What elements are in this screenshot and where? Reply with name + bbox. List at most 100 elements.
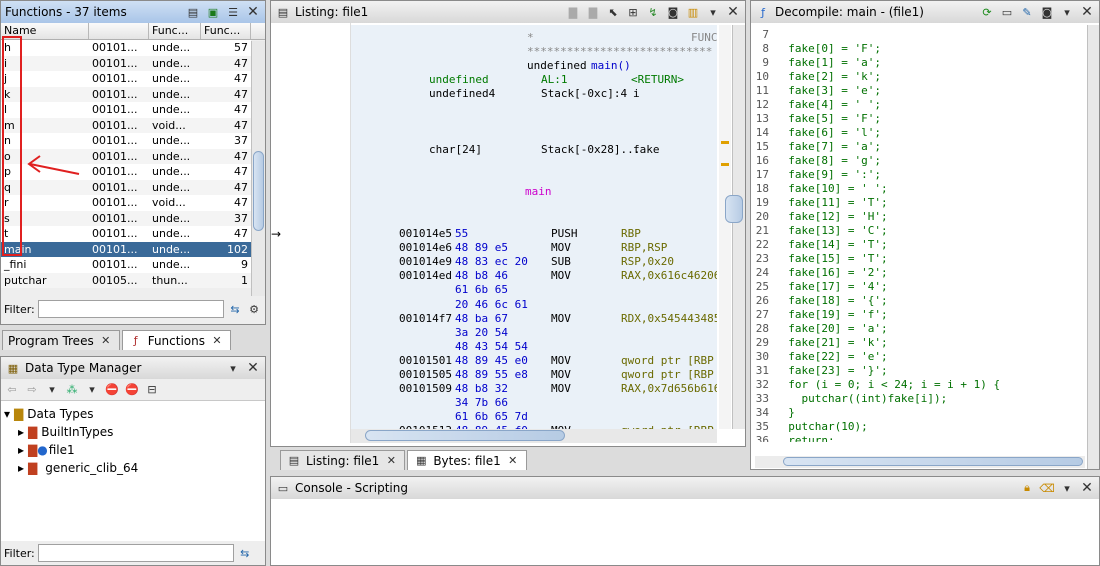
datatype-filter-input[interactable] xyxy=(37,544,234,562)
snapshot-icon[interactable]: ▤ xyxy=(187,5,199,19)
decompile-hscrollbar[interactable] xyxy=(755,456,1085,468)
code-line[interactable]: 9 fake[1] = 'a'; xyxy=(755,56,1085,70)
filter-settings-icon[interactable]: ⚙ xyxy=(249,302,259,316)
code-line[interactable]: 14 fake[6] = 'l'; xyxy=(755,126,1085,140)
tab-listing[interactable]: ▤ Listing: file1 ✕ xyxy=(280,450,406,470)
expand-icon[interactable]: ▸ xyxy=(18,425,25,439)
listing-vscrollbar[interactable] xyxy=(725,25,745,429)
functions-filter-input[interactable] xyxy=(37,300,224,318)
tree-node-file1[interactable]: ▸▇●file1 xyxy=(4,441,262,459)
code-line[interactable]: 12 fake[4] = ' '; xyxy=(755,98,1085,112)
column-size[interactable]: Func... xyxy=(201,23,251,39)
close-icon[interactable]: ✕ xyxy=(727,4,739,20)
tab-bytes[interactable]: ▦ Bytes: file1 ✕ xyxy=(407,450,527,470)
listing-hscroll-thumb[interactable] xyxy=(365,430,565,441)
code-line[interactable]: 11 fake[3] = 'e'; xyxy=(755,84,1085,98)
functions-scrollbar[interactable] xyxy=(251,41,265,296)
code-line[interactable]: 31 fake[23] = '}'; xyxy=(755,364,1085,378)
code-line[interactable]: 26 fake[18] = '{'; xyxy=(755,294,1085,308)
copy-icon[interactable]: ▭ xyxy=(1001,5,1013,19)
code-line[interactable]: 20 fake[12] = 'H'; xyxy=(755,210,1085,224)
code-line[interactable]: 17 fake[9] = ':'; xyxy=(755,168,1085,182)
dropdown-arrow-icon[interactable]: ▾ xyxy=(1064,481,1070,495)
code-line[interactable]: 27 fake[19] = 'f'; xyxy=(755,308,1085,322)
code-line[interactable]: 28 fake[20] = 'a'; xyxy=(755,322,1085,336)
listing-vscroll-thumb[interactable] xyxy=(725,195,743,223)
code-line[interactable]: 23 fake[15] = 'T'; xyxy=(755,252,1085,266)
format-icon[interactable]: ▥ xyxy=(687,5,699,19)
filter-options-icon[interactable]: ⇆ xyxy=(240,546,250,560)
code-line[interactable]: 10 fake[2] = 'k'; xyxy=(755,70,1085,84)
filter-array-icon[interactable]: ⛔ xyxy=(105,383,119,396)
forward-arrow-icon[interactable]: ⇨ xyxy=(27,383,37,396)
dropdown-arrow-icon[interactable]: ▾ xyxy=(89,383,95,396)
code-line[interactable]: 15 fake[7] = 'a'; xyxy=(755,140,1085,154)
decompile-hscroll-thumb[interactable] xyxy=(783,457,1083,466)
copy-icon[interactable]: ▇ xyxy=(568,5,578,19)
close-icon[interactable]: ✕ xyxy=(247,360,259,376)
code-line[interactable]: 25 fake[17] = '4'; xyxy=(755,280,1085,294)
listing-code-area[interactable]: *FUNCT****************************undefi… xyxy=(351,25,717,429)
tree-node-data-types[interactable]: ▾▇Data Types xyxy=(4,405,262,423)
lock-icon[interactable]: 🔒︎ xyxy=(1024,481,1030,494)
back-arrow-icon[interactable]: ⇦ xyxy=(7,383,17,396)
code-line[interactable]: 19 fake[11] = 'T'; xyxy=(755,196,1085,210)
column-name[interactable]: Name xyxy=(1,23,89,39)
clear-icon[interactable]: ⌫ xyxy=(1039,481,1055,495)
tree-node-builtintypes[interactable]: ▸▇BuiltInTypes xyxy=(4,423,262,441)
listing-overview-bar[interactable] xyxy=(719,25,731,429)
code-line[interactable]: 32 for (i = 0; i < 24; i = i + 1) { xyxy=(755,378,1085,392)
code-line[interactable]: 36 return; xyxy=(755,434,1085,442)
code-line[interactable]: 29 fake[21] = 'k'; xyxy=(755,336,1085,350)
refresh-icon[interactable]: ⟳ xyxy=(982,5,992,19)
expand-icon[interactable]: ▸ xyxy=(18,461,25,475)
console-output[interactable] xyxy=(271,499,1099,565)
archive-icon[interactable]: ⁂ xyxy=(66,383,78,396)
snapshot-camera-icon[interactable]: ◙ xyxy=(1041,5,1053,19)
code-line[interactable]: 22 fake[14] = 'T'; xyxy=(755,238,1085,252)
close-icon[interactable]: ✕ xyxy=(101,334,111,347)
listing-hscrollbar[interactable] xyxy=(351,429,717,443)
dropdown-arrow-icon[interactable]: ▾ xyxy=(710,5,716,19)
cursor-icon[interactable]: ⬉ xyxy=(608,5,618,19)
tree-node-generic-clib[interactable]: ▸▇generic_clib_64 xyxy=(4,459,262,477)
code-line[interactable]: 33 putchar((int)fake[i]); xyxy=(755,392,1085,406)
collapse-icon[interactable]: ⊟ xyxy=(147,383,157,396)
filter-options-icon[interactable]: ⇆ xyxy=(230,302,240,316)
dropdown-arrow-icon[interactable]: ▾ xyxy=(49,383,55,396)
code-line[interactable]: 24 fake[16] = '2'; xyxy=(755,266,1085,280)
close-icon[interactable]: ✕ xyxy=(508,454,518,467)
tab-functions[interactable]: ƒ Functions ✕ xyxy=(121,330,231,350)
functions-scroll-thumb[interactable] xyxy=(253,151,264,231)
column-signature[interactable]: Func... xyxy=(149,23,201,39)
close-icon[interactable]: ✕ xyxy=(386,454,396,467)
field-navigator-icon[interactable]: ⊞ xyxy=(628,5,638,19)
paste-icon[interactable]: ▇ xyxy=(588,5,598,19)
code-line[interactable]: 35 putchar(10); xyxy=(755,420,1085,434)
graph-icon[interactable]: ↯ xyxy=(648,5,658,19)
expand-icon[interactable]: ▾ xyxy=(4,407,11,421)
dropdown-arrow-icon[interactable]: ▾ xyxy=(230,361,236,375)
code-line[interactable]: 7 xyxy=(755,28,1085,42)
code-line[interactable]: 8 fake[0] = 'F'; xyxy=(755,42,1085,56)
dropdown-arrow-icon[interactable]: ▾ xyxy=(1064,5,1070,19)
close-icon[interactable]: ✕ xyxy=(1081,4,1093,20)
code-line[interactable]: 34 } xyxy=(755,406,1085,420)
code-line[interactable]: 21 fake[13] = 'C'; xyxy=(755,224,1085,238)
filter-pointer-icon[interactable]: ⛔ xyxy=(125,383,139,396)
decompile-vscrollbar[interactable] xyxy=(1087,25,1099,469)
